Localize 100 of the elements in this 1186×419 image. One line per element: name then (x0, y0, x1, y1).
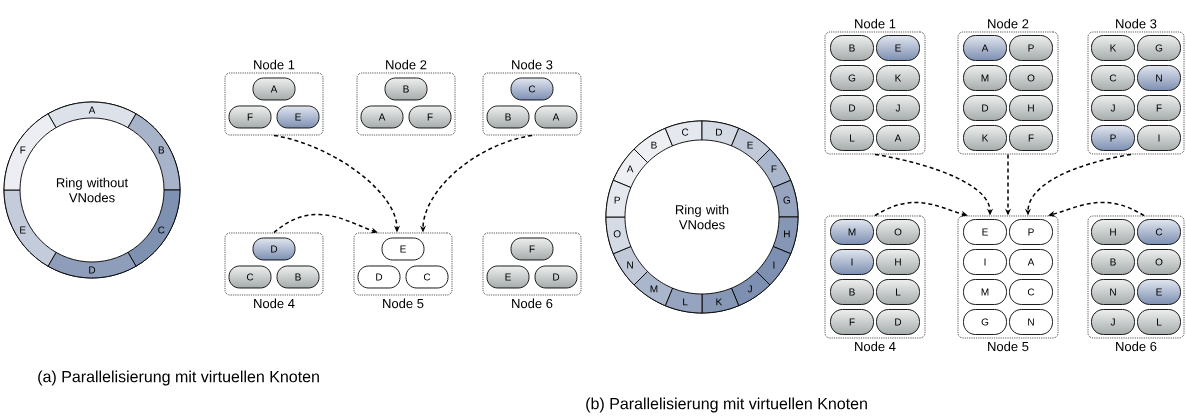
vnode-pill: C (1009, 279, 1053, 305)
vnode-pill: C (1137, 219, 1181, 245)
vnode-pill: K (1091, 35, 1135, 61)
ring-segment: A (612, 148, 648, 188)
vnode-pill: L (830, 125, 874, 151)
vnode-pill: H (1091, 219, 1135, 245)
vnode-pill: F (830, 309, 874, 335)
vnode-pill: A (360, 105, 404, 129)
vnode-pill: M (963, 279, 1007, 305)
ring-segment: D (47, 251, 137, 279)
vnode-pill: J (1091, 95, 1135, 121)
ring-segment: H (772, 216, 799, 255)
vnode-pill: K (876, 65, 920, 91)
vnode-pill: A (1009, 249, 1053, 275)
ring-segment: J (731, 271, 771, 307)
vnode-pill: L (876, 279, 920, 305)
ring-segment: F (756, 148, 792, 188)
node-label: Node 3 (512, 59, 553, 70)
vnode-pill: E (486, 265, 530, 289)
vnode-pill: C (228, 265, 272, 289)
vnode-pill: J (1091, 309, 1135, 335)
vnode-pill: N (1009, 309, 1053, 335)
ring-segment: K (701, 287, 740, 314)
vnode-pill: O (1137, 249, 1181, 275)
vnode-pill: E (1137, 279, 1181, 305)
node-label: Node 4 (254, 298, 295, 309)
vnode-pill: E (963, 219, 1007, 245)
ring-segment: C (664, 120, 703, 147)
vnode-pill: B (1091, 249, 1135, 275)
vnode-pill: L (1137, 309, 1181, 335)
vnode-pill: B (830, 279, 874, 305)
vnode-pill: N (1137, 65, 1181, 91)
vnode-pill: O (1009, 65, 1053, 91)
ring-segment: E (3, 189, 57, 267)
node-label: Node 5 (988, 341, 1029, 352)
node-label: Node 2 (988, 18, 1029, 29)
vnode-pill: G (963, 309, 1007, 335)
vnode-pill: A (534, 105, 578, 129)
vnode-pill: E (381, 237, 425, 261)
vnode-pill: D (876, 309, 920, 335)
vnode-pill: A (963, 35, 1007, 61)
vnode-pill: F (1137, 95, 1181, 121)
vnode-pill: D (830, 95, 874, 121)
ring-segment: B (633, 127, 673, 163)
vnode-pill: J (876, 95, 920, 121)
caption: (b) Parallelisierung mit virtuellen Knoten (586, 397, 867, 413)
ring-segment: O (605, 216, 632, 255)
vnode-pill: E (876, 35, 920, 61)
vnode-pill: P (1009, 219, 1053, 245)
node-label: Node 6 (1116, 341, 1157, 352)
ring-segment: N (612, 246, 648, 286)
dashed-arrow (273, 213, 378, 234)
ring-segment: P (605, 179, 632, 218)
dashed-arrow (1048, 201, 1145, 217)
vnode-pill: D (252, 237, 296, 261)
vnode-pill: N (1091, 279, 1135, 305)
node-label: Node 4 (855, 341, 896, 352)
ring-segment: B (127, 113, 181, 191)
vnode-pill: A (876, 125, 920, 151)
vnode-pill: E (276, 105, 320, 129)
ring-segment: L (664, 287, 703, 314)
vnode-pill: C (1091, 65, 1135, 91)
vnode-pill: C (510, 77, 554, 101)
vnode-pill: G (830, 65, 874, 91)
vnode-pill: B (830, 35, 874, 61)
vnode-pill: O (876, 219, 920, 245)
vnode-pill: A (252, 77, 296, 101)
node-label: Node 2 (386, 59, 427, 70)
vnode-pill: D (534, 265, 578, 289)
vnode-pill: P (1009, 35, 1053, 61)
vnode-pill: I (963, 249, 1007, 275)
ring-segment: C (127, 189, 181, 267)
vnode-pill: I (1137, 125, 1181, 151)
ring-segment: I (756, 246, 792, 286)
node-label: Node 5 (383, 298, 424, 309)
vnode-pill: K (963, 125, 1007, 151)
ring-segment: A (47, 101, 137, 129)
caption: (a) Parallelisierung mit virtuellen Knoten (38, 370, 319, 386)
vnode-pill: B (276, 265, 320, 289)
vnode-pill: C (405, 265, 449, 289)
vnode-pill: G (1137, 35, 1181, 61)
vnode-pill: F (228, 105, 272, 129)
node-label: Node 3 (1116, 18, 1157, 29)
dashed-arrow (874, 201, 968, 217)
ring-segment: F (3, 113, 57, 191)
node-label: Node 1 (855, 18, 896, 29)
vnode-pill: D (357, 265, 401, 289)
vnode-pill: F (1009, 125, 1053, 151)
vnode-pill: F (408, 105, 452, 129)
vnode-pill: M (830, 219, 874, 245)
ring-segment: G (772, 179, 799, 218)
vnode-pill: B (486, 105, 530, 129)
vnode-pill: F (510, 237, 554, 261)
vnode-pill: D (963, 95, 1007, 121)
node-label: Node 1 (254, 59, 295, 70)
node-label: Node 6 (512, 298, 553, 309)
vnode-pill: P (1091, 125, 1135, 151)
vnode-pill: I (830, 249, 874, 275)
ring-segment: D (701, 120, 740, 147)
vnode-pill: H (876, 249, 920, 275)
